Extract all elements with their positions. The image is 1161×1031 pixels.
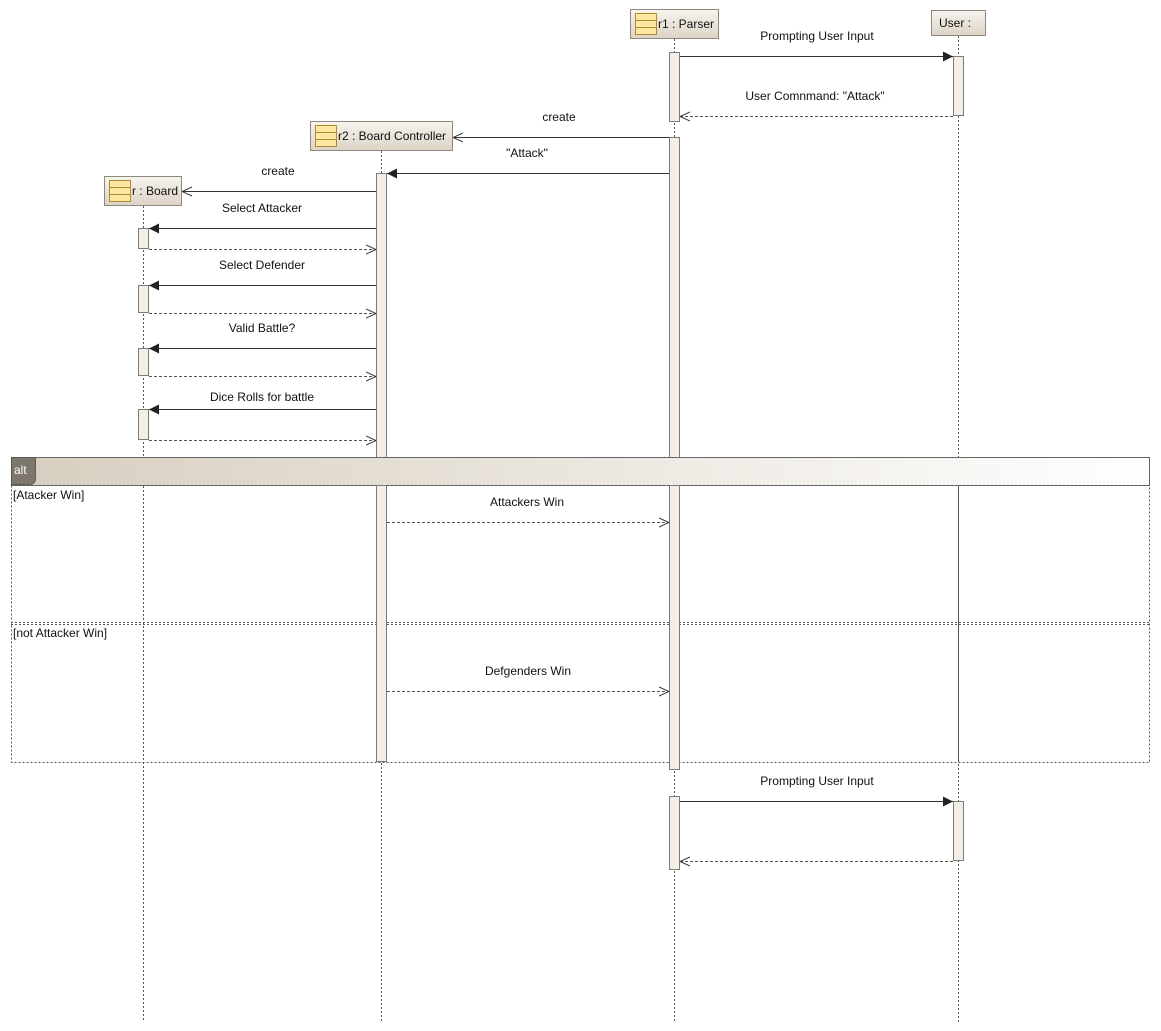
message-create-board-controller[interactable]: create: [453, 110, 669, 138]
lifeline-header-parser[interactable]: r1 : Parser: [630, 9, 719, 39]
message-attackers-win[interactable]: Attackers Win: [387, 495, 669, 523]
message-label: Dice Rolls for battle: [210, 390, 314, 404]
activation-user-2: [953, 801, 964, 861]
alt-operator-tag: [11, 457, 36, 485]
alt-guard-not-attacker-win: [not Attacker Win]: [13, 626, 107, 640]
class-icon: [315, 125, 337, 147]
activation-board-2: [138, 285, 149, 313]
activation-parser-alt: [669, 485, 680, 770]
message-label: Defgenders Win: [485, 664, 571, 678]
activation-board-controller-alt: [376, 485, 387, 762]
activation-parser-1: [669, 52, 680, 122]
class-icon: [635, 13, 657, 35]
activation-board-1: [138, 228, 149, 249]
message-label: create: [542, 110, 576, 124]
lifeline-header-user[interactable]: User :: [931, 10, 986, 36]
alt-fragment[interactable]: alt [Atacker Win] [not Attacker Win]: [11, 457, 1150, 763]
activation-parser-3: [669, 796, 680, 870]
alt-guard-attacker-win: [Atacker Win]: [13, 488, 84, 502]
activation-board-4: [138, 409, 149, 440]
message-select-attacker[interactable]: Select Attacker: [149, 201, 376, 234]
lifeline-label-board-controller: r2 : Board Controller: [338, 129, 446, 143]
message-label: User Comnmand: "Attack": [745, 89, 884, 103]
message-create-board[interactable]: create: [182, 164, 376, 192]
activation-user-1: [953, 56, 964, 116]
lifeline-label-user: User :: [939, 16, 971, 30]
message-prompting-user-input-2[interactable]: Prompting User Input: [680, 774, 953, 807]
message-dice-rolls[interactable]: Dice Rolls for battle: [149, 390, 376, 415]
message-prompting-user-input-1[interactable]: Prompting User Input: [680, 29, 953, 62]
message-attack[interactable]: "Attack": [387, 146, 669, 179]
message-label: Prompting User Input: [760, 29, 874, 43]
lifeline-label-board: r : Board: [132, 184, 178, 198]
message-label: Select Defender: [219, 258, 305, 272]
lifeline-header-board-controller[interactable]: r2 : Board Controller: [310, 121, 453, 151]
message-label: Prompting User Input: [760, 774, 874, 788]
activation-board-3: [138, 348, 149, 376]
message-label: Select Attacker: [222, 201, 302, 215]
alt-fragment-header: [11, 457, 1150, 486]
message-user-command[interactable]: User Comnmand: "Attack": [680, 89, 953, 117]
lifeline-header-board[interactable]: r : Board: [104, 176, 182, 206]
message-defenders-win[interactable]: Defgenders Win: [387, 664, 669, 692]
message-label: Attackers Win: [490, 495, 564, 509]
message-valid-battle[interactable]: Valid Battle?: [149, 321, 376, 354]
alt-fragment-border: [11, 457, 1150, 763]
message-label: Valid Battle?: [229, 321, 296, 335]
message-label: create: [261, 164, 295, 178]
message-label: "Attack": [506, 146, 548, 160]
class-icon: [109, 180, 131, 202]
lifeline-label-parser: r1 : Parser: [658, 17, 714, 31]
alt-operator-label: alt: [14, 463, 27, 477]
message-select-defender[interactable]: Select Defender: [149, 258, 376, 291]
